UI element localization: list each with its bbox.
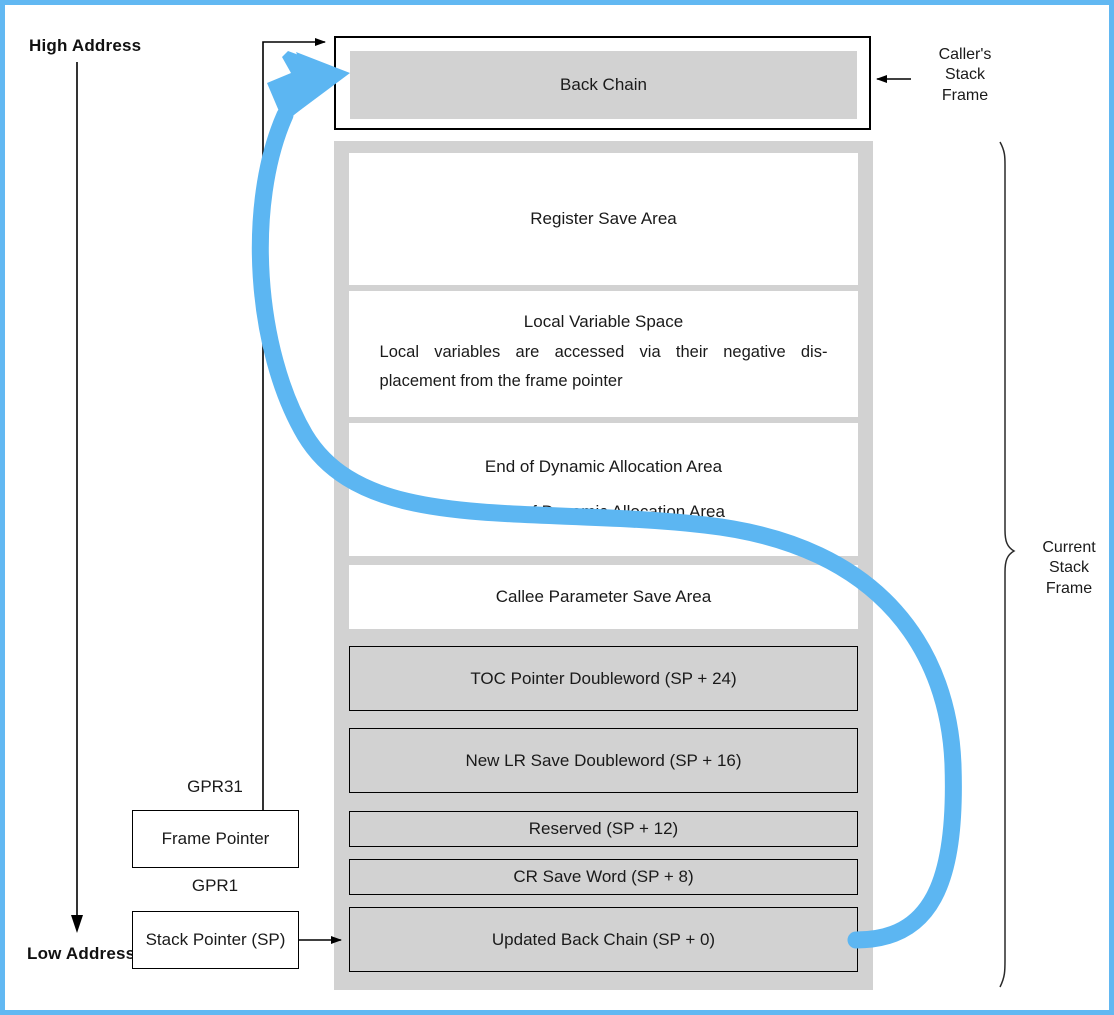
- local-variable-space-body-line-1: Local variables are accessed via their n…: [379, 343, 828, 361]
- cell-updated-back-chain: Updated Back Chain (SP + 0): [349, 907, 858, 972]
- current-stack-frame-brace: [999, 141, 1016, 988]
- current-stack-frame-panel: Register Save Area Local Variable Space …: [334, 141, 873, 990]
- cell-reserved: Reserved (SP + 12): [349, 811, 858, 847]
- cell-local-variable-space: Local Variable Space Local variables are…: [349, 291, 858, 417]
- back-chain-cell: Back Chain: [350, 51, 857, 119]
- local-variable-space-body: Local variables are accessed via their n…: [380, 338, 828, 396]
- cell-register-save-area: Register Save Area: [349, 153, 858, 285]
- end-of-dynamic-allocation-area-title: End of Dynamic Allocation Area: [484, 457, 723, 477]
- frame-pointer-label: Frame Pointer: [161, 829, 270, 848]
- toc-pointer-doubleword-title: TOC Pointer Doubleword (SP + 24): [470, 668, 737, 688]
- stack-pointer-label: Stack Pointer (SP): [145, 930, 286, 949]
- cell-cr-save-word: CR Save Word (SP + 8): [349, 859, 858, 895]
- high-address-label: High Address: [29, 36, 142, 55]
- gpr1-label: GPR1: [191, 876, 239, 895]
- gpr31-label: GPR31: [187, 777, 243, 796]
- local-variable-space-body-line-2: placement from the frame pointer: [379, 371, 623, 390]
- back-chain-label: Back Chain: [560, 75, 647, 94]
- cell-dynamic-allocation-area: End of Dynamic Allocation Area Start of …: [349, 423, 858, 556]
- cell-callee-parameter-save-area: Callee Parameter Save Area: [349, 565, 858, 629]
- callers-stack-frame-side-label: Caller's Stack Frame: [917, 45, 1013, 106]
- current-frame-line-3: Frame: [1045, 579, 1093, 597]
- current-stack-frame-side-label: Current Stack Frame: [1025, 538, 1109, 599]
- callers-frame-line-3: Frame: [941, 86, 989, 104]
- local-variable-space-title: Local Variable Space: [523, 312, 684, 331]
- address-direction-arrow: [71, 62, 83, 933]
- new-lr-save-doubleword-title: New LR Save Doubleword (SP + 16): [465, 750, 742, 770]
- cell-toc-pointer-doubleword: TOC Pointer Doubleword (SP + 24): [349, 646, 858, 711]
- updated-back-chain-title: Updated Back Chain (SP + 0): [491, 929, 716, 949]
- cr-save-word-title: CR Save Word (SP + 8): [513, 867, 694, 886]
- stack-pointer-box: Stack Pointer (SP): [132, 911, 299, 969]
- cell-new-lr-save-doubleword: New LR Save Doubleword (SP + 16): [349, 728, 858, 793]
- start-of-dynamic-allocation-area-title: Start of Dynamic Allocation Area: [482, 501, 725, 521]
- frame-pointer-leader-line: [262, 38, 326, 810]
- current-frame-line-1: Current: [1042, 539, 1096, 556]
- low-address-label: Low Address: [27, 944, 136, 963]
- current-frame-line-2: Stack: [1048, 559, 1089, 577]
- callee-parameter-save-area-title: Callee Parameter Save Area: [495, 587, 712, 606]
- callers-frame-line-1: Caller's: [938, 46, 992, 63]
- reserved-title: Reserved (SP + 12): [528, 819, 679, 838]
- register-save-area-title: Register Save Area: [530, 209, 677, 228]
- callers-frame-line-2: Stack: [944, 66, 985, 84]
- callers-stack-frame-box: Back Chain: [334, 36, 871, 130]
- frame-pointer-box: Frame Pointer: [132, 810, 299, 868]
